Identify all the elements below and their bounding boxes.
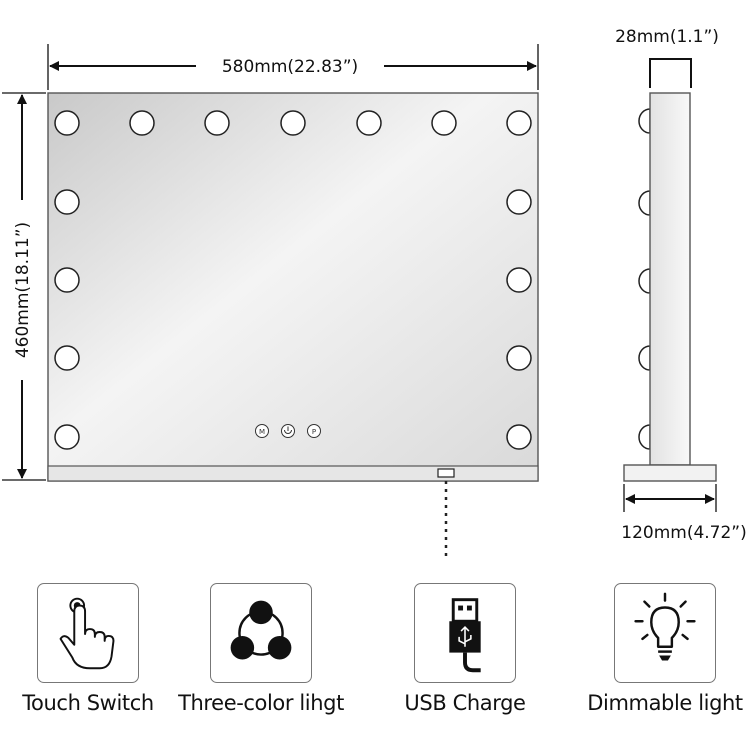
feature-box bbox=[614, 583, 716, 683]
side-bulbs bbox=[638, 108, 651, 450]
feature-three-color-light: Three-color lihgt bbox=[176, 583, 346, 733]
dimmable-bulb-icon bbox=[634, 592, 696, 661]
feature-dimmable-light: Dimmable light bbox=[580, 583, 750, 733]
usb-charge-icon bbox=[449, 598, 481, 673]
base-dimension: 120mm(4.72”) bbox=[621, 484, 747, 543]
depth-dimension: 28mm(1.1”) bbox=[615, 27, 719, 88]
three-color-icon bbox=[230, 600, 292, 660]
dimmer-button-label: P bbox=[312, 428, 316, 436]
mirror-side-view bbox=[623, 92, 717, 482]
feature-label: USB Charge bbox=[404, 691, 526, 715]
base-label: 120mm(4.72”) bbox=[621, 523, 747, 543]
mode-button[interactable]: M bbox=[255, 424, 269, 438]
mirror-dimension-drawing: 580mm(22.83”) 460mm(18.11”) bbox=[2, 27, 747, 560]
height-dimension: 460mm(18.11”) bbox=[2, 92, 46, 481]
feature-box bbox=[414, 583, 516, 683]
power-button[interactable] bbox=[281, 424, 295, 438]
usb-port bbox=[437, 468, 455, 478]
feature-box bbox=[37, 583, 139, 683]
mode-button-label: M bbox=[259, 428, 265, 436]
depth-label: 28mm(1.1”) bbox=[615, 27, 719, 47]
feature-usb-charge: USB Charge bbox=[380, 583, 550, 733]
touch-switch-icon bbox=[59, 597, 115, 670]
feature-box bbox=[210, 583, 312, 683]
height-label: 460mm(18.11”) bbox=[13, 222, 33, 358]
feature-label: Dimmable light bbox=[587, 691, 743, 715]
dimmer-button[interactable]: P bbox=[307, 424, 321, 438]
feature-touch-switch: Touch Switch bbox=[3, 583, 173, 733]
feature-label: Three-color lihgt bbox=[178, 691, 344, 715]
touch-control-buttons: M P bbox=[255, 424, 321, 438]
width-label: 580mm(22.83”) bbox=[222, 57, 358, 77]
width-dimension: 580mm(22.83”) bbox=[47, 44, 539, 90]
mirror-bulbs bbox=[54, 110, 532, 450]
mirror-front-view: M P bbox=[47, 92, 539, 560]
feature-label: Touch Switch bbox=[22, 691, 154, 715]
